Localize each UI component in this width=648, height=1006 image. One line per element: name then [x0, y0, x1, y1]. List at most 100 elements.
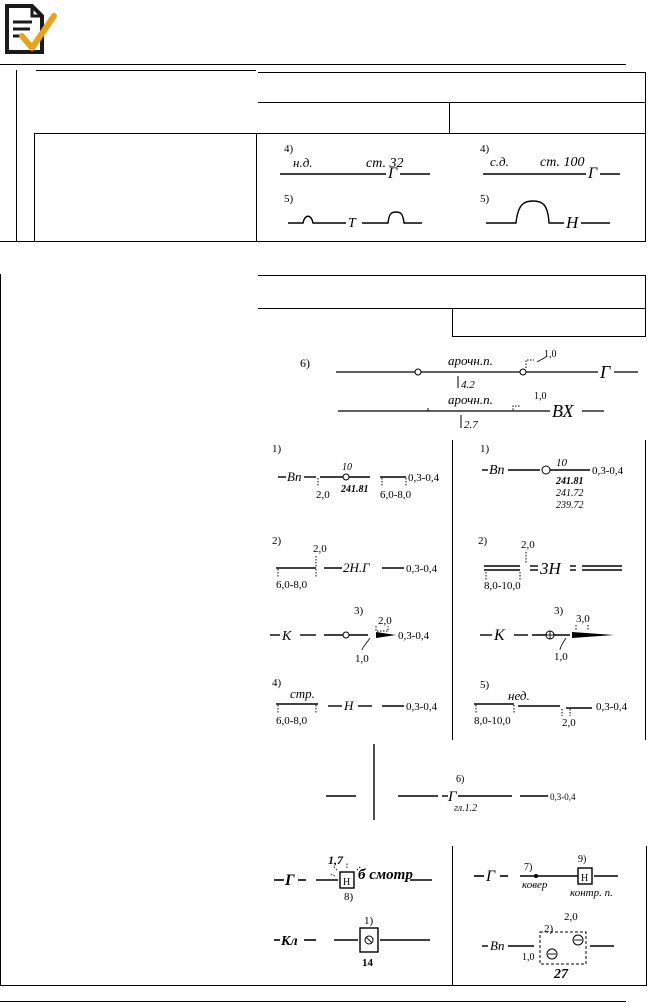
svg-text:Вп: Вп — [489, 463, 505, 478]
header-rule — [0, 64, 626, 65]
svg-text:9): 9) — [578, 854, 586, 865]
symbol-sd-right: 4) с.д. ст. 100 Г — [480, 143, 620, 182]
svg-text:2,0: 2,0 — [378, 615, 392, 627]
svg-text:Вп: Вп — [287, 469, 301, 484]
svg-text:1,7: 1,7 — [328, 853, 344, 867]
svg-text:2,0: 2,0 — [564, 912, 578, 923]
svg-text:2): 2) — [478, 535, 488, 547]
svg-text:арочн.п.: арочн.п. — [448, 392, 493, 407]
svg-text:Н: Н — [581, 873, 588, 884]
svg-text:6,0-8,0: 6,0-8,0 — [276, 579, 308, 591]
svg-text:241.72: 241.72 — [556, 488, 584, 499]
svg-text:Г: Г — [587, 165, 598, 182]
svg-text:241.81: 241.81 — [555, 476, 584, 487]
svg-text:14: 14 — [362, 957, 374, 969]
symbol-sd-left: 4) н.д. ст. 32 Г — [280, 143, 430, 182]
svg-text:3,0: 3,0 — [576, 613, 590, 625]
svg-text:2): 2) — [272, 535, 282, 547]
svg-text:10: 10 — [556, 457, 568, 469]
svg-text:0,3-0,4: 0,3-0,4 — [592, 465, 624, 477]
svg-text:Т: Т — [348, 216, 357, 231]
svg-text:1,0: 1,0 — [522, 952, 535, 963]
svg-text:1): 1) — [364, 915, 374, 927]
svg-text:2): 2) — [544, 923, 554, 935]
document-check-icon — [5, 4, 57, 54]
arch-symbols: 6) арочн.п. 1,0 Г 4.2 арочн.п. 1,0 ВХ 2.… — [300, 349, 638, 431]
row3-symbols: 3) 2,0 К 1,0 0,3-0,4 3) 3,0 К 1,0 — [270, 605, 614, 665]
svg-text:контр. п.: контр. п. — [570, 887, 613, 899]
section1-symbols: 4) н.д. ст. 32 Г 4) с.д. ст. 100 Г 5) Т … — [280, 143, 620, 232]
svg-text:0,3-0,4: 0,3-0,4 — [408, 472, 440, 484]
svg-text:К: К — [281, 629, 292, 644]
svg-text:3): 3) — [554, 605, 564, 617]
svg-text:2,0: 2,0 — [562, 717, 576, 729]
svg-text:Вп: Вп — [490, 938, 504, 953]
row6-symbols: Г 1,7 Н б смотр 8) Г 7) ковер 9) Н контр… — [274, 853, 618, 903]
row2-symbols: 2) 2,0 6,0-8,0 2Н.Г 0,3-0,4 2) 2,0 8,0-1… — [272, 535, 622, 592]
row4-symbols: 4) стр. 6,0-8,0 Н 0,3-0,4 5) нед. 8,0-10… — [272, 677, 628, 729]
svg-text:К: К — [493, 627, 506, 644]
svg-text:5): 5) — [284, 193, 294, 205]
svg-text:10: 10 — [342, 462, 352, 473]
svg-text:6): 6) — [456, 774, 464, 785]
svg-text:0,3-0,4: 0,3-0,4 — [406, 563, 438, 575]
svg-text:1,0: 1,0 — [534, 391, 547, 402]
svg-text:0,3-0,4: 0,3-0,4 — [596, 701, 628, 713]
row7-symbols: Кл 1) 14 2,0 2) Вп 1,0 27 — [274, 912, 614, 982]
svg-text:2.7: 2.7 — [464, 419, 478, 431]
svg-text:0,3-0,4: 0,3-0,4 — [406, 701, 438, 713]
symbol-t-humps: 5) Т — [284, 193, 422, 231]
svg-text:239.72: 239.72 — [556, 500, 584, 511]
svg-text:2,0: 2,0 — [313, 543, 327, 555]
svg-text:3): 3) — [354, 605, 364, 617]
svg-text:б смотр: б смотр — [358, 867, 413, 883]
svg-text:гл.1.2: гл.1.2 — [454, 803, 477, 814]
svg-text:2,0: 2,0 — [316, 489, 330, 501]
svg-text:5): 5) — [480, 679, 490, 691]
svg-text:241.81: 241.81 — [340, 484, 369, 495]
svg-text:5): 5) — [480, 193, 490, 205]
svg-text:н.д.: н.д. — [293, 155, 313, 170]
svg-text:0,3-0,4: 0,3-0,4 — [398, 630, 430, 642]
svg-text:8,0-10,0: 8,0-10,0 — [484, 580, 521, 592]
svg-text:4.2: 4.2 — [461, 379, 475, 391]
symbol-n-hump: 5) Н — [480, 193, 610, 232]
svg-text:1,0: 1,0 — [554, 651, 568, 663]
svg-text:4): 4) — [480, 143, 490, 155]
svg-text:Н: Н — [565, 213, 580, 232]
svg-text:Кл: Кл — [280, 934, 298, 949]
svg-text:1,0: 1,0 — [355, 653, 369, 665]
svg-text:7): 7) — [524, 862, 532, 873]
svg-text:ст. 32: ст. 32 — [366, 156, 404, 171]
row1-symbols: 1) Вп 10 241.81 2,0 6,0-8,0 0,3-0,4 1) В… — [272, 443, 624, 511]
svg-text:6,0-8,0: 6,0-8,0 — [380, 489, 412, 501]
svg-text:6): 6) — [300, 356, 310, 370]
svg-text:нед.: нед. — [508, 688, 530, 703]
svg-text:4): 4) — [284, 143, 294, 155]
svg-text:1,0: 1,0 — [544, 349, 557, 360]
svg-text:27: 27 — [553, 967, 569, 982]
row5-symbols: 6) Г гл.1.2 0,3-0,4 — [326, 744, 576, 820]
svg-text:2,0: 2,0 — [521, 539, 535, 551]
svg-text:Г: Г — [599, 362, 611, 382]
svg-text:Г: Г — [447, 789, 458, 805]
svg-text:арочн.п.: арочн.п. — [448, 353, 493, 368]
svg-text:ковер: ковер — [522, 879, 548, 891]
svg-text:2Н.Г: 2Н.Г — [343, 560, 370, 575]
svg-text:ВХ: ВХ — [552, 401, 575, 421]
svg-text:Г: Г — [284, 872, 295, 889]
svg-text:3Н: 3Н — [539, 559, 563, 578]
svg-text:Н: Н — [343, 698, 354, 713]
svg-text:Н: Н — [343, 877, 350, 888]
svg-text:Г: Г — [485, 868, 496, 885]
svg-text:стр.: стр. — [290, 686, 315, 701]
svg-text:ст. 100: ст. 100 — [540, 155, 585, 170]
svg-text:0,3-0,4: 0,3-0,4 — [550, 792, 576, 802]
svg-text:1): 1) — [272, 443, 282, 455]
svg-text:Г: Г — [387, 165, 398, 182]
svg-text:1): 1) — [480, 443, 490, 455]
svg-text:4): 4) — [272, 677, 282, 689]
svg-text:8): 8) — [344, 891, 354, 903]
svg-text:с.д.: с.д. — [490, 154, 509, 169]
svg-text:8,0-10,0: 8,0-10,0 — [474, 715, 511, 727]
